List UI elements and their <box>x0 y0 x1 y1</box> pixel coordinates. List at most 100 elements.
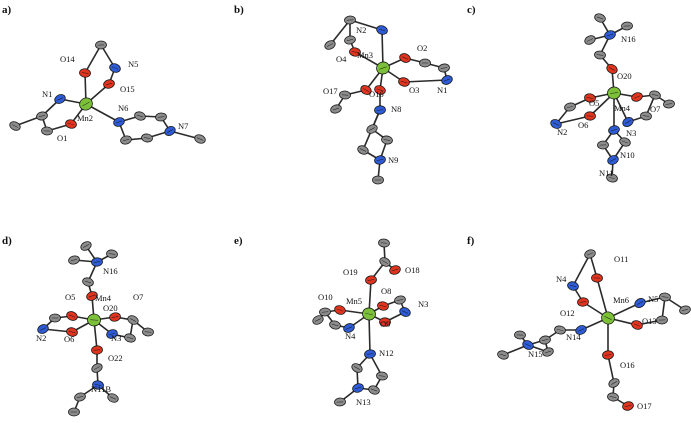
atom-label: N11B <box>91 384 111 394</box>
ellipsoid-octant-line <box>108 332 116 336</box>
atom-label: N9 <box>388 155 398 165</box>
ellipsoid-octant-line <box>608 67 616 71</box>
ellipsoid-octant-line <box>396 299 404 301</box>
atom-label: N10 <box>620 150 635 160</box>
ellipsoid-octant-line <box>579 301 587 303</box>
atom-label: N5 <box>648 294 658 304</box>
ellipsoid-octant-line <box>365 312 373 316</box>
ellipsoid-octant-line <box>577 328 585 332</box>
ellipsoid-octant-line <box>391 268 399 272</box>
ellipsoid-octant-line <box>556 329 564 331</box>
ellipsoid-octant-line <box>88 294 96 298</box>
atom-label: N5 <box>128 59 138 69</box>
ellipsoid-octant-line <box>362 88 370 92</box>
ellipsoid-octant-line <box>366 353 374 355</box>
ellipsoid-octant-line <box>111 316 119 318</box>
atom-label: N3 <box>626 128 636 138</box>
ellipsoid-octant-line <box>633 323 641 327</box>
bond <box>572 253 591 287</box>
atom-label: O5 <box>65 292 75 302</box>
ellipsoid-octant-line <box>637 301 643 305</box>
bond <box>368 313 371 355</box>
ellipsoid-octant-line <box>354 386 362 390</box>
panel-label-e: e) <box>234 235 243 247</box>
atom-label: O4 <box>336 54 347 64</box>
ellipsoid-octant-line <box>331 323 339 327</box>
ellipsoid-octant-line <box>67 123 75 125</box>
bond <box>607 354 615 384</box>
ellipsoid-octant-line <box>380 242 388 244</box>
ellipsoid-octant-line <box>351 51 359 53</box>
atom-label: N8 <box>391 104 401 114</box>
atom-label: N15 <box>528 349 543 359</box>
ellipsoid-octant-line <box>93 366 101 370</box>
atom-label: O20 <box>103 303 118 313</box>
atom-label: O6 <box>578 120 588 130</box>
ellipsoid-octant-line <box>378 375 386 377</box>
ellipsoid-octant-line <box>443 78 451 82</box>
ellipsoid-octant-line <box>81 72 89 74</box>
ellipsoid-octant-line <box>136 114 144 118</box>
ellipsoid-octant-line <box>376 88 384 92</box>
ellipsoid-octant-line <box>586 252 594 256</box>
ellipsoid-octant-line <box>38 115 46 117</box>
atom-label: O18 <box>405 265 420 275</box>
atom-label: N6 <box>118 103 128 113</box>
atom-label: O6 <box>64 334 74 344</box>
atom-label: O5 <box>589 98 599 108</box>
ellipsoid-octant-line <box>541 339 549 341</box>
ellipsoid-octant-line <box>336 308 344 312</box>
ellipsoid-octant-line <box>76 395 84 399</box>
atom-label: O17 <box>323 86 338 96</box>
ellipsoid-octant-line <box>346 19 354 21</box>
atom-label: N16 <box>103 266 118 276</box>
atom-label: N4 <box>345 331 356 341</box>
atom-label: N3 <box>418 299 428 309</box>
ellipsoid-octant-line <box>326 43 334 47</box>
atom-label: O16 <box>620 360 635 370</box>
ellipsoid-octant-line <box>440 67 448 69</box>
ellipsoid-octant-line <box>544 350 552 354</box>
ellipsoid-octant-line <box>624 404 632 408</box>
ellipsoid-octant-line <box>346 38 354 42</box>
ellipsoid-octant-line <box>314 318 322 322</box>
panel-label-d: d) <box>2 235 12 247</box>
atom-label: Mn4 <box>614 103 631 113</box>
atom-label: O20 <box>617 71 632 81</box>
atom-label: N16 <box>621 34 636 44</box>
ellipsoid-octant-line <box>604 354 612 356</box>
ellipsoid-octant-line <box>68 331 76 333</box>
ellipsoid-octant-line <box>606 33 614 37</box>
ellipsoid-octant-line <box>108 253 116 255</box>
atom-label: O22 <box>108 353 123 363</box>
ellipsoid-octant-line <box>401 56 409 60</box>
ellipsoid-octant-line <box>353 366 361 370</box>
ellipsoid-octant-line <box>608 177 616 179</box>
atom-label: O7 <box>133 292 143 302</box>
atom-label: O11 <box>614 254 628 264</box>
ellipsoid-octant-line <box>552 122 560 126</box>
ellipsoid-octant-line <box>379 66 387 70</box>
ellipsoid-octant-line <box>166 129 174 133</box>
ellipsoid-octant-line <box>378 28 386 32</box>
atom-label: N11 <box>599 168 613 178</box>
ellipsoid-octant-line <box>359 148 367 152</box>
ellipsoid-octant-line <box>661 296 669 298</box>
atom-label: Mn2 <box>77 113 93 123</box>
atom-label: O14 <box>60 54 75 64</box>
ellipsoid-octant-line <box>122 138 130 142</box>
ellipsoid-octant-line <box>367 279 375 281</box>
atom-label: N13 <box>356 397 371 407</box>
atom-label: O17 <box>637 401 652 411</box>
ellipsoid-octant-line <box>566 106 574 108</box>
bond <box>555 115 591 125</box>
ellipsoid-octant-line <box>341 94 349 96</box>
ellipsoid-octant-line <box>368 127 376 131</box>
ellipsoid-octant-line <box>84 280 92 284</box>
ellipsoid-octant-line <box>111 66 119 70</box>
atom-label: O7 <box>650 104 660 114</box>
atom-label: N3 <box>111 333 121 343</box>
atom-label: Mn3 <box>357 50 373 60</box>
ellipsoid-octant-line <box>370 388 378 392</box>
